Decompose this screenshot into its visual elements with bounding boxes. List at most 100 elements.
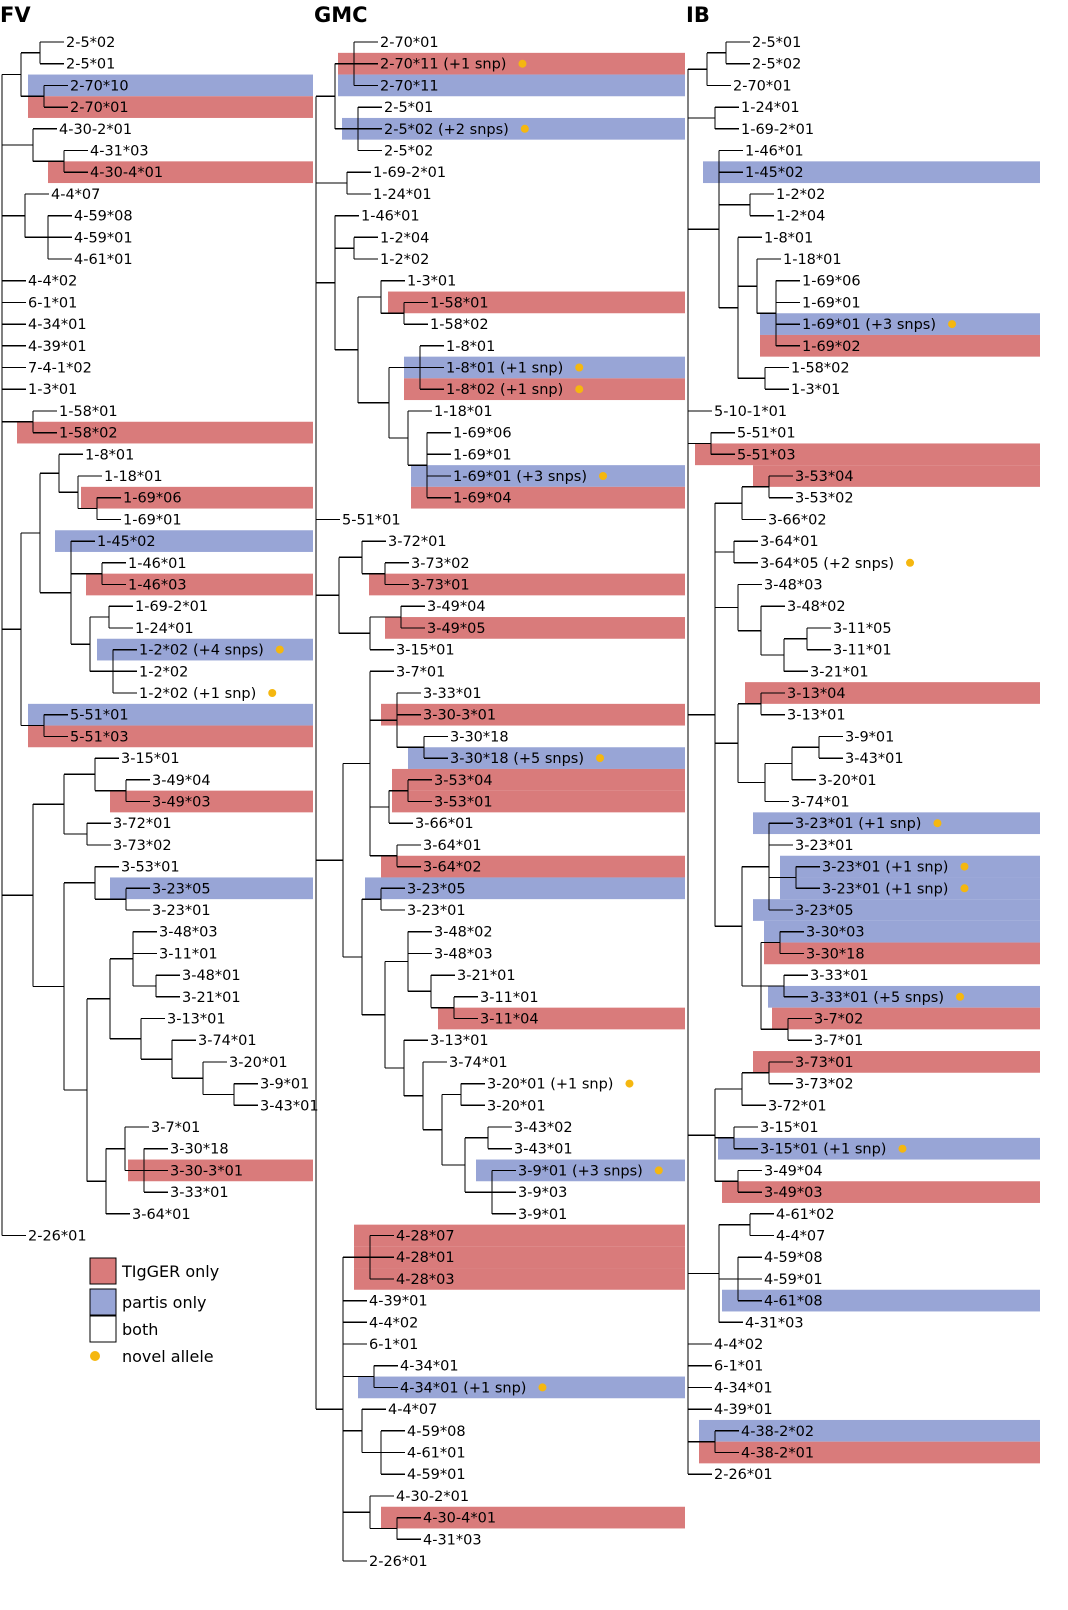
allele-label-2-70-01: 2-70*01 [380, 35, 439, 51]
tigger-only-highlight [381, 855, 685, 878]
allele-label-1-2-04: 1-2*04 [380, 230, 429, 246]
allele-label-3-21-01: 3-21*01 [457, 968, 516, 984]
allele-label-1-8-01: 1-8*01 [764, 230, 813, 246]
novel-allele-dot [960, 862, 969, 871]
allele-label-1-3-01: 1-3*01 [28, 382, 77, 398]
allele-label-1-45-02: 1-45*02 [97, 534, 156, 550]
allele-label-1-58-02: 1-58*02 [791, 361, 850, 377]
allele-label-2-26-01: 2-26*01 [714, 1467, 773, 1483]
tigger-only-highlight [392, 768, 685, 791]
allele-label-1-69-01: 1-69*01 [802, 295, 861, 311]
allele-label-2-5-02: 2-5*02 [752, 57, 801, 73]
legend-label-partis-only: partis only [122, 1293, 207, 1312]
tigger-only-highlight [369, 573, 685, 596]
allele-label-3-9-03: 3-9*03 [518, 1185, 567, 1201]
allele-label-3-23-01-1-snp: 3-23*01 (+1 snp) [822, 860, 948, 876]
allele-label-3-73-02: 3-73*02 [411, 556, 470, 572]
tigger-only-highlight [753, 1051, 1040, 1073]
novel-allele-dot [268, 689, 277, 697]
allele-label-1-58-02: 1-58*02 [430, 317, 489, 333]
partis-only-highlight [703, 161, 1040, 184]
novel-allele-dot [575, 363, 584, 372]
tigger-only-highlight [385, 617, 685, 639]
allele-label-3-7-01: 3-7*01 [814, 1033, 863, 1049]
allele-label-3-9-01: 3-9*01 [260, 1077, 309, 1093]
allele-label-1-58-01: 1-58*01 [430, 295, 489, 311]
allele-label-1-69-01-3-snps: 1-69*01 (+3 snps) [802, 317, 936, 333]
allele-label-4-39-01: 4-39*01 [28, 339, 87, 355]
allele-label-3-66-01: 3-66*01 [415, 816, 474, 832]
tigger-only-highlight [381, 1506, 685, 1529]
allele-label-3-43-01: 3-43*01 [514, 1142, 573, 1158]
allele-label-3-20-01-1-snp: 3-20*01 (+1 snp) [487, 1077, 613, 1093]
partis-only-highlight [780, 855, 1040, 878]
allele-label-3-11-05: 3-11*05 [833, 621, 892, 637]
allele-label-4-34-01: 4-34*01 [714, 1380, 773, 1396]
allele-label-2-26-01: 2-26*01 [28, 1229, 87, 1245]
allele-label-4-4-02: 4-4*02 [369, 1315, 418, 1331]
allele-label-1-69-04: 1-69*04 [453, 491, 512, 507]
novel-allele-dot [948, 320, 957, 329]
allele-label-3-30-3-01: 3-30-3*01 [170, 1163, 243, 1179]
allele-label-2-70-01: 2-70*01 [70, 100, 129, 116]
tigger-only-highlight [764, 942, 1040, 965]
novel-allele-dot [956, 992, 965, 1001]
allele-label-3-23-05: 3-23*05 [795, 903, 854, 919]
allele-label-3-64-01: 3-64*01 [132, 1207, 191, 1223]
allele-label-1-69-01-3-snps: 1-69*01 (+3 snps) [453, 469, 587, 485]
allele-label-1-69-2-01: 1-69-2*01 [135, 599, 208, 615]
partis-only-highlight [97, 638, 313, 661]
allele-label-3-53-01: 3-53*01 [434, 795, 493, 811]
allele-label-1-58-01: 1-58*01 [59, 404, 118, 420]
partis-only-highlight [780, 877, 1040, 900]
allele-label-4-30-4-01: 4-30-4*01 [423, 1511, 496, 1527]
allele-label-3-43-02: 3-43*02 [514, 1120, 573, 1136]
allele-label-6-1-01: 6-1*01 [369, 1337, 418, 1353]
leaf-label-layer: 2-70*012-70*11 (+1 snp)2-70*112-5*012-5*… [342, 35, 663, 1570]
allele-label-1-46-01: 1-46*01 [361, 209, 420, 225]
allele-label-3-30-03: 3-30*03 [806, 925, 865, 941]
allele-label-1-46-03: 1-46*03 [128, 578, 187, 594]
allele-label-1-24-01: 1-24*01 [373, 187, 432, 203]
allele-label-3-49-03: 3-49*03 [152, 795, 211, 811]
legend-label-both: both [122, 1320, 158, 1339]
novel-allele-dot [654, 1166, 663, 1175]
allele-label-1-2-02: 1-2*02 [776, 187, 825, 203]
partis-only-highlight [411, 465, 685, 487]
tigger-only-highlight [28, 725, 313, 748]
partis-only-highlight [358, 1376, 685, 1399]
allele-label-4-61-02: 4-61*02 [776, 1207, 835, 1223]
tigger-only-highlight [354, 1246, 685, 1269]
novel-allele-dot [906, 558, 915, 567]
partis-only-highlight [764, 920, 1040, 943]
allele-label-4-4-02: 4-4*02 [714, 1337, 763, 1353]
allele-label-3-20-01: 3-20*01 [818, 773, 877, 789]
allele-label-1-2-02-1-snp: 1-2*02 (+1 snp) [139, 686, 256, 702]
allele-label-3-30-18: 3-30*18 [170, 1142, 229, 1158]
allele-label-3-21-01: 3-21*01 [810, 664, 869, 680]
tigger-only-highlight [48, 161, 313, 184]
partis-only-highlight [110, 877, 313, 900]
allele-label-4-31-03: 4-31*03 [90, 144, 149, 160]
allele-label-1-58-02: 1-58*02 [59, 426, 118, 442]
partis-only-highlight [760, 313, 1040, 335]
allele-label-4-39-01: 4-39*01 [369, 1294, 428, 1310]
allele-label-1-18-01: 1-18*01 [104, 469, 163, 485]
allele-label-1-46-01: 1-46*01 [745, 144, 804, 160]
allele-label-2-5-02: 2-5*02 [66, 35, 115, 51]
allele-label-2-5-01: 2-5*01 [384, 100, 433, 116]
allele-label-3-20-01: 3-20*01 [229, 1055, 288, 1071]
allele-label-2-26-01: 2-26*01 [369, 1554, 428, 1570]
partis-only-highlight [753, 899, 1040, 921]
allele-label-6-1-01: 6-1*01 [714, 1359, 763, 1375]
allele-label-3-74-01: 3-74*01 [791, 795, 850, 811]
allele-label-4-34-01: 4-34*01 [400, 1359, 459, 1375]
allele-label-3-53-01: 3-53*01 [121, 860, 180, 876]
allele-label-3-43-01: 3-43*01 [845, 751, 904, 767]
panel-title-fv: FV [0, 3, 31, 27]
leaf-highlight-layer [17, 74, 313, 1182]
tigger-only-highlight [354, 1268, 685, 1290]
tigger-only-highlight [388, 291, 685, 314]
allele-label-1-69-2-01: 1-69-2*01 [741, 122, 814, 138]
allele-label-2-5-02: 2-5*02 [384, 144, 433, 160]
